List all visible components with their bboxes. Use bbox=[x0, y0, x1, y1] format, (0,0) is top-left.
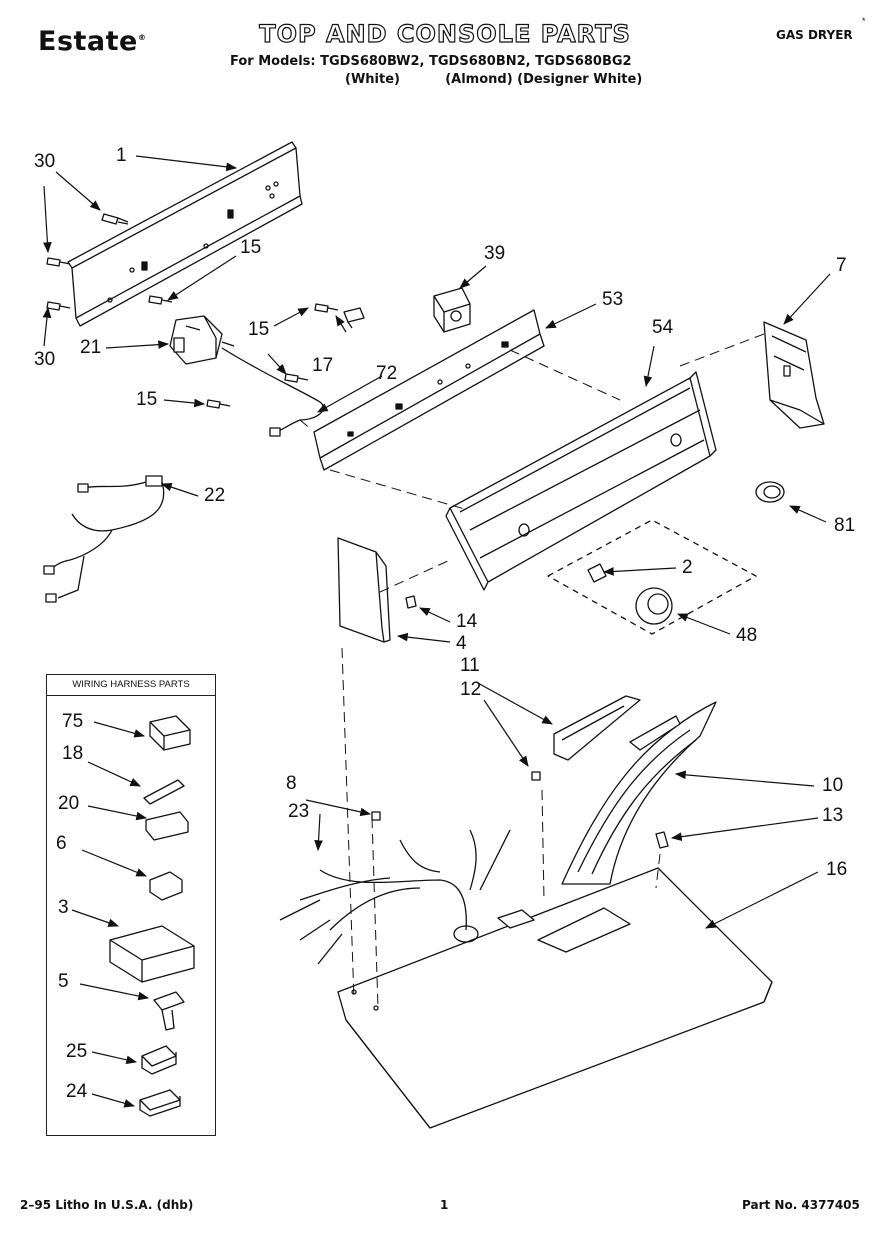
screw-30c bbox=[46, 301, 71, 311]
inset-part-25 bbox=[141, 1045, 177, 1075]
callout-22: 22 bbox=[204, 485, 226, 506]
callout-8: 8 bbox=[286, 773, 297, 794]
callout-25: 25 bbox=[66, 1041, 88, 1062]
callout-21: 21 bbox=[80, 337, 102, 358]
colors-line: (White) (Almond) (Designer White) bbox=[345, 72, 643, 87]
part-4-side-panel bbox=[337, 537, 391, 643]
part-23-harness bbox=[279, 811, 511, 965]
callout-12: 12 bbox=[460, 679, 482, 700]
part-72-wire bbox=[221, 347, 324, 437]
wiring-harness-inset: WIRING HARNESS PARTS bbox=[46, 674, 216, 1136]
callout-17: 17 bbox=[312, 355, 334, 376]
models-line: For Models: TGDS680BW2, TGDS680BN2, TGDS… bbox=[230, 54, 632, 69]
callout-75: 75 bbox=[62, 711, 84, 732]
part-1-rear-panel bbox=[67, 141, 303, 327]
callout-13: 13 bbox=[822, 805, 844, 826]
part-17-switch bbox=[343, 307, 365, 329]
callout-30a: 30 bbox=[34, 151, 56, 172]
inset-part-5 bbox=[153, 991, 185, 1031]
part-7-end-cap bbox=[763, 321, 825, 429]
part-48-knob bbox=[635, 587, 673, 625]
screw-15b bbox=[314, 303, 339, 313]
callout-15a: 15 bbox=[240, 237, 262, 258]
inset-part-20 bbox=[145, 811, 189, 841]
part-2-shaft bbox=[587, 563, 607, 583]
callout-39: 39 bbox=[484, 243, 506, 264]
part-14-screw bbox=[405, 595, 417, 609]
callout-15b: 15 bbox=[248, 319, 270, 340]
callout-15c: 15 bbox=[136, 389, 158, 410]
callout-20: 20 bbox=[58, 793, 80, 814]
footer-litho: 2–95 Litho In U.S.A. (dhb) bbox=[20, 1198, 194, 1212]
part-11-lint-cover bbox=[553, 695, 641, 761]
callout-3: 3 bbox=[58, 897, 69, 918]
inset-part-75 bbox=[149, 715, 191, 751]
screw-15a bbox=[148, 295, 173, 305]
part-16-top bbox=[337, 867, 773, 1129]
corner-mark: * bbox=[862, 16, 866, 26]
page-title: TOP AND CONSOLE PARTS bbox=[259, 19, 631, 48]
screw-30a bbox=[101, 213, 129, 225]
footer-page-number: 1 bbox=[440, 1198, 449, 1212]
callout-72: 72 bbox=[376, 363, 398, 384]
callout-81: 81 bbox=[834, 515, 856, 536]
inset-part-24 bbox=[139, 1089, 181, 1117]
part-53-control-bracket bbox=[313, 309, 545, 471]
brand-logo: Estate® bbox=[38, 26, 147, 57]
part-13-screw bbox=[655, 831, 669, 849]
screw-30b bbox=[46, 257, 71, 267]
part-21-timer bbox=[169, 315, 235, 365]
part-10-grille bbox=[561, 701, 717, 885]
callout-16: 16 bbox=[826, 859, 848, 880]
inset-part-3 bbox=[109, 925, 195, 983]
inset-title: WIRING HARNESS PARTS bbox=[47, 675, 215, 696]
part-39-switch bbox=[433, 287, 471, 333]
product-type: GAS DRYER bbox=[776, 28, 853, 42]
callout-48: 48 bbox=[736, 625, 758, 646]
callout-4: 4 bbox=[456, 633, 467, 654]
callout-30b: 30 bbox=[34, 349, 56, 370]
callout-18: 18 bbox=[62, 743, 84, 764]
callout-23: 23 bbox=[288, 801, 310, 822]
inset-part-6 bbox=[149, 871, 183, 901]
part-12-clip bbox=[531, 771, 541, 781]
callout-6: 6 bbox=[56, 833, 67, 854]
part-22-harness bbox=[43, 475, 165, 603]
callout-14: 14 bbox=[456, 611, 478, 632]
callout-5: 5 bbox=[58, 971, 69, 992]
callout-11: 11 bbox=[460, 655, 480, 676]
part-81-knob bbox=[755, 481, 785, 503]
callout-24: 24 bbox=[66, 1081, 88, 1102]
screw-15d bbox=[206, 399, 231, 409]
footer-part-number: Part No. 4377405 bbox=[742, 1198, 860, 1212]
inset-part-18 bbox=[143, 779, 185, 805]
callout-7: 7 bbox=[836, 255, 847, 276]
callout-2: 2 bbox=[682, 557, 693, 578]
callout-54: 54 bbox=[652, 317, 674, 338]
callout-53: 53 bbox=[602, 289, 624, 310]
callout-1: 1 bbox=[116, 145, 127, 166]
part-54-console bbox=[445, 371, 717, 591]
callout-10: 10 bbox=[822, 775, 844, 796]
screw-15c bbox=[284, 373, 309, 383]
